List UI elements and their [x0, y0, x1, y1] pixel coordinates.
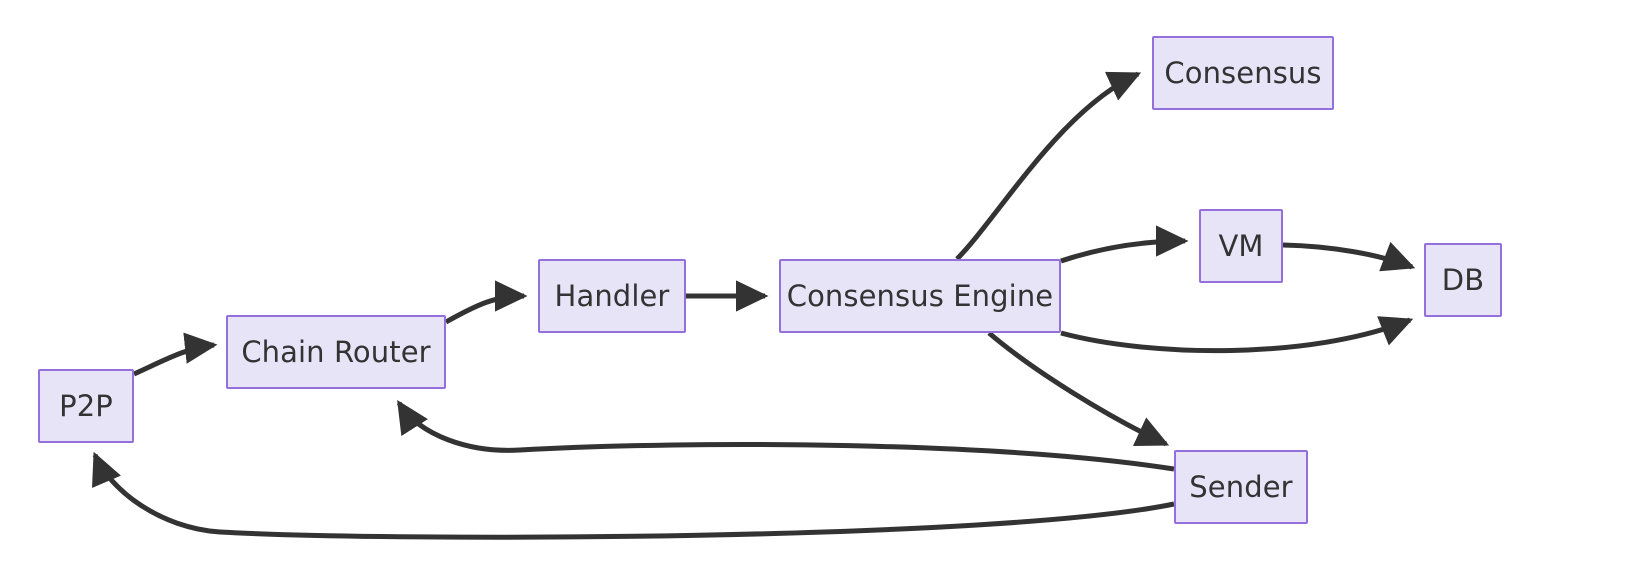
- node-consensus[interactable]: Consensus: [1152, 36, 1334, 110]
- node-chain-router-label: Chain Router: [241, 335, 431, 369]
- node-handler[interactable]: Handler: [538, 259, 686, 333]
- node-vm[interactable]: VM: [1199, 209, 1283, 283]
- edge-consensus-engine-to-sender: [987, 331, 1170, 447]
- node-p2p-label: P2P: [59, 389, 113, 423]
- edge-consensus-engine-to-consensus: [955, 71, 1142, 261]
- node-consensus-label: Consensus: [1164, 56, 1322, 90]
- edge-chain-router-to-handler: [444, 280, 528, 325]
- edge-vm-to-db: [1282, 241, 1416, 272]
- node-handler-label: Handler: [554, 279, 670, 313]
- node-chain-router[interactable]: Chain Router: [226, 315, 446, 389]
- edge-sender-to-p2p: [92, 451, 1175, 540]
- node-sender[interactable]: Sender: [1174, 450, 1308, 524]
- edge-p2p-to-chain-router: [132, 332, 218, 377]
- edge-consensus-engine-to-db: [1060, 316, 1414, 354]
- node-sender-label: Sender: [1189, 470, 1293, 504]
- node-p2p[interactable]: P2P: [38, 369, 134, 443]
- node-vm-label: VM: [1218, 229, 1264, 263]
- node-consensus-engine-label: Consensus Engine: [786, 279, 1054, 313]
- edge-consensus-engine-to-vm: [1060, 225, 1189, 264]
- node-db[interactable]: DB: [1424, 243, 1502, 317]
- edge-sender-to-chain-router: [396, 400, 1175, 472]
- node-db-label: DB: [1441, 263, 1485, 297]
- node-consensus-engine[interactable]: Consensus Engine: [779, 259, 1061, 333]
